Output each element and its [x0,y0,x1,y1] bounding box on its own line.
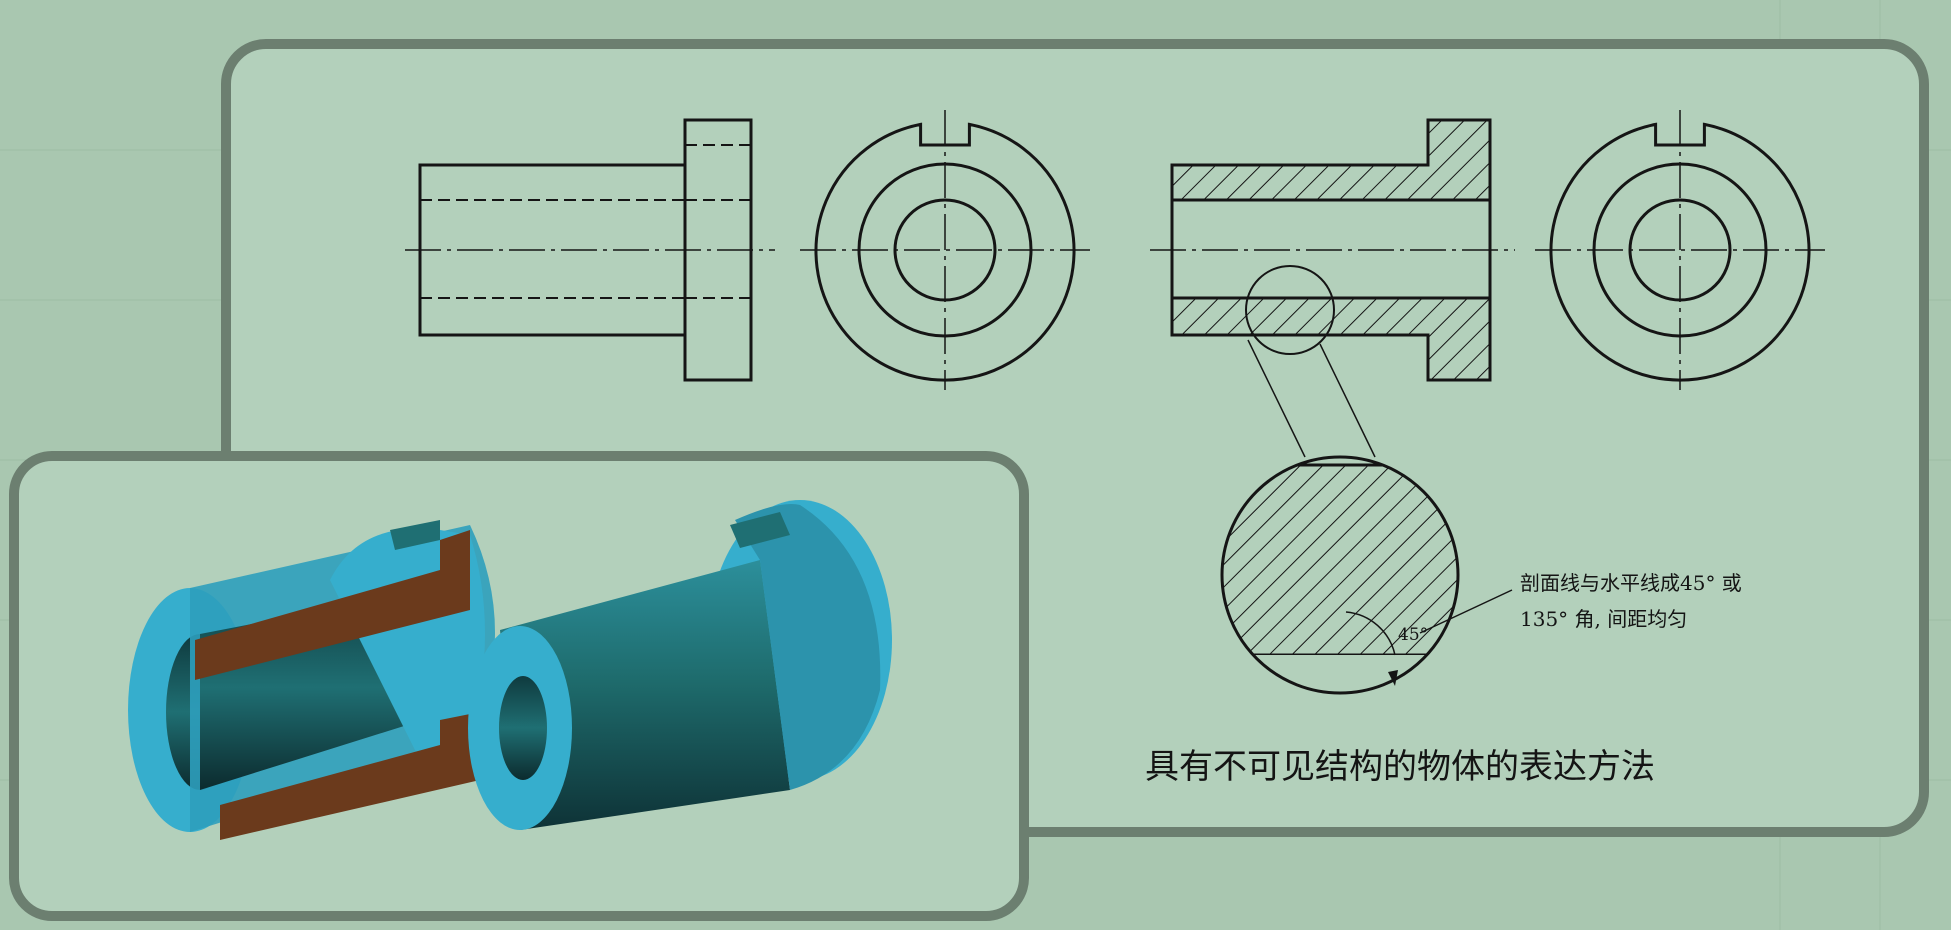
angle-label: 45° [1398,625,1428,645]
side-view-right [1535,110,1825,390]
right-flange-rim [735,504,881,790]
detail-circle [1245,265,1335,355]
keyway-notch [390,520,440,550]
figure-caption: 具有不可见结构的物体的表达方法 [1145,747,1655,787]
upper-cut-face [195,530,470,680]
annotation-leader [1419,589,1513,634]
right-keyway [730,512,790,548]
bore-circle [893,198,997,302]
detail-leader-1 [1247,339,1306,458]
angle-arc [1345,611,1396,656]
right-body-circle [1592,162,1768,338]
body-circle [857,162,1033,338]
magnified-circle [1220,455,1460,695]
right-flange-circle-with-keyway [1549,122,1811,382]
annotation-line-1: 剖面线与水平线成45° 或 [1520,571,1742,595]
cutaway-3d-model [128,500,892,840]
side-view-left [800,110,1090,390]
angle-arc-arrow [1388,670,1398,686]
lower-cut-face [220,712,480,840]
flange-circle-with-keyway [814,122,1076,382]
right-bore-circle [1628,198,1732,302]
detail-leader-2 [1319,343,1376,458]
annotation-line-2: 135° 角, 间距均匀 [1520,607,1687,631]
front-view-hidden-lines [405,118,775,382]
sectioned-front-view [1150,118,1515,458]
right-body-bore-face [499,676,547,780]
flange-outline [683,118,753,382]
right-body-cylinder [500,560,790,830]
